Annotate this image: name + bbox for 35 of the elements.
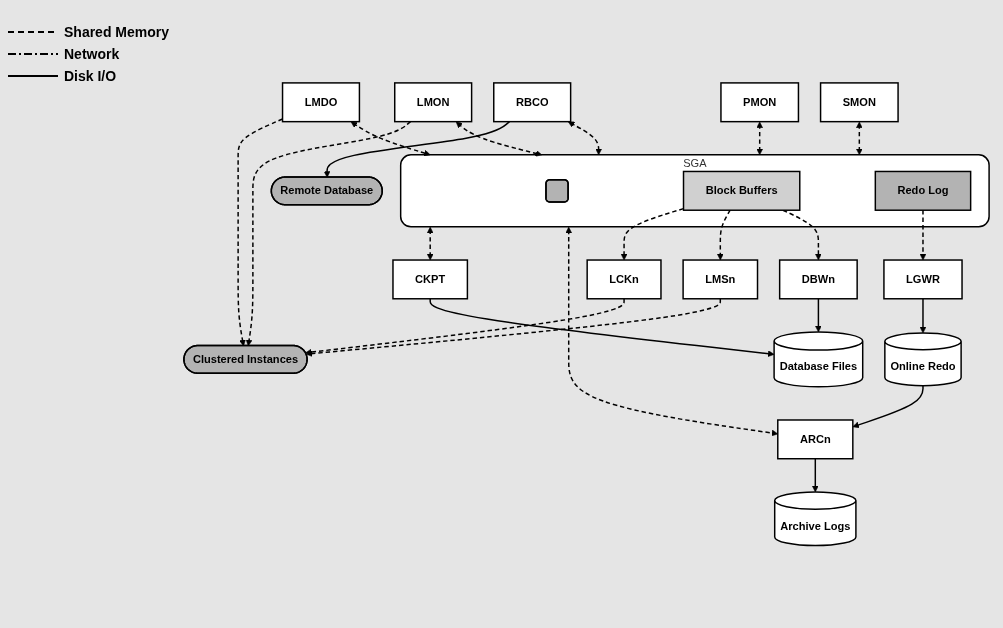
node-box: DBWn: [778, 259, 858, 300]
legend-text: Network: [64, 46, 120, 62]
arrow: [455, 121, 543, 157]
arrow: [782, 209, 822, 261]
arrow: [919, 297, 927, 334]
node-box: Redo Log: [874, 170, 972, 211]
arrow: [620, 207, 685, 261]
arrow: [856, 121, 863, 155]
arrow: [350, 121, 431, 156]
node-box: LCKn: [586, 259, 662, 300]
arrow: [306, 297, 722, 357]
arrow: [426, 226, 434, 261]
node-box: SMON: [819, 81, 899, 123]
arrow: [815, 297, 822, 333]
node-box: LMON: [394, 81, 473, 123]
arrow: [323, 120, 511, 178]
arrow: [567, 121, 602, 155]
node-box: CKPT: [392, 259, 469, 300]
node-box: Block Buffers: [682, 170, 801, 211]
arrow: [812, 457, 819, 492]
node-box: LMDO: [281, 81, 361, 123]
node-box: LMSn: [682, 259, 759, 300]
arrow: [756, 121, 763, 155]
arrow: [429, 297, 775, 357]
node-box: PMON: [720, 81, 800, 123]
node-box: RBCO: [493, 81, 572, 123]
legend-text: Shared Memory: [64, 24, 170, 40]
node-box: LGWR: [883, 259, 963, 300]
legend-text: Disk I/O: [64, 68, 117, 84]
arrow: [919, 209, 927, 261]
arrow: [717, 209, 731, 261]
node-box: ARCn: [777, 419, 854, 460]
arrow: [852, 384, 924, 428]
arrow: [245, 120, 412, 346]
arrow: [305, 297, 625, 356]
